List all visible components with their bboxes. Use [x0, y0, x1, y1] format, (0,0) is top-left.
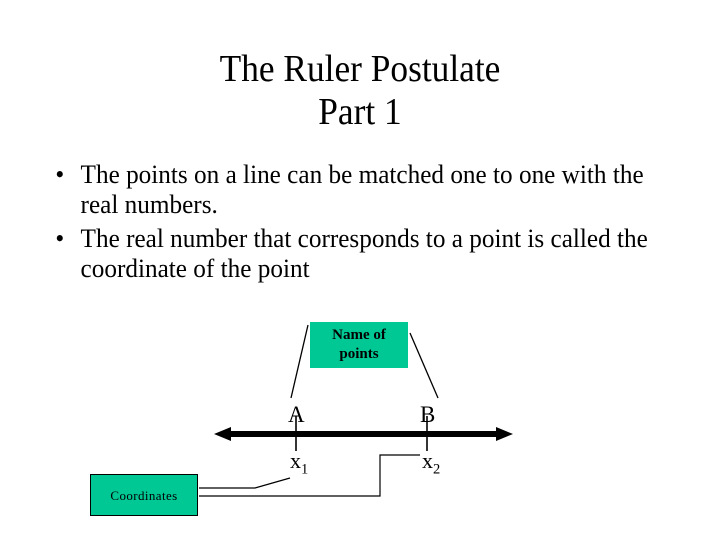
- connector-coordinates-to-x1: [199, 477, 291, 489]
- coordinate-label-x2: x2: [422, 448, 440, 477]
- coordinate-subscript-x1: 1: [301, 461, 309, 478]
- bullet-marker-icon: •: [55, 160, 65, 189]
- connector-coordinates-to-x2: [199, 454, 420, 497]
- coordinates-callout[interactable]: Coordinates: [90, 474, 198, 516]
- leader-line-to-b: [409, 332, 439, 399]
- name-box-line-2: points: [339, 346, 379, 363]
- bullet-text: The points on a line can be matched one …: [80, 160, 644, 220]
- name-of-points-callout[interactable]: Name of points: [310, 322, 408, 368]
- bullet-marker-icon: •: [55, 224, 65, 254]
- coordinate-subscript-x2: 2: [433, 461, 441, 478]
- title-line-2: Part 1: [318, 90, 402, 133]
- page-title: The Ruler Postulate Part 1: [0, 48, 720, 133]
- name-box-line-1: Name of: [332, 327, 386, 343]
- arrowhead-left-icon: [214, 427, 231, 441]
- coordinate-label-x1: x1: [290, 448, 308, 477]
- list-item: • The points on a line can be matched on…: [34, 160, 674, 220]
- title-line-1: The Ruler Postulate: [219, 48, 501, 90]
- arrowhead-right-icon: [496, 427, 513, 441]
- point-label-a: A: [288, 402, 305, 427]
- coordinate-base-x2: x: [422, 448, 433, 473]
- point-label-b: B: [420, 402, 436, 427]
- leader-line-to-a: [290, 324, 309, 399]
- bullet-text: The real number that corresponds to a po…: [80, 224, 648, 284]
- list-item: • The real number that corresponds to a …: [34, 224, 674, 284]
- coordinate-base-x1: x: [290, 448, 301, 473]
- bullet-list: • The points on a line can be matched on…: [34, 160, 694, 289]
